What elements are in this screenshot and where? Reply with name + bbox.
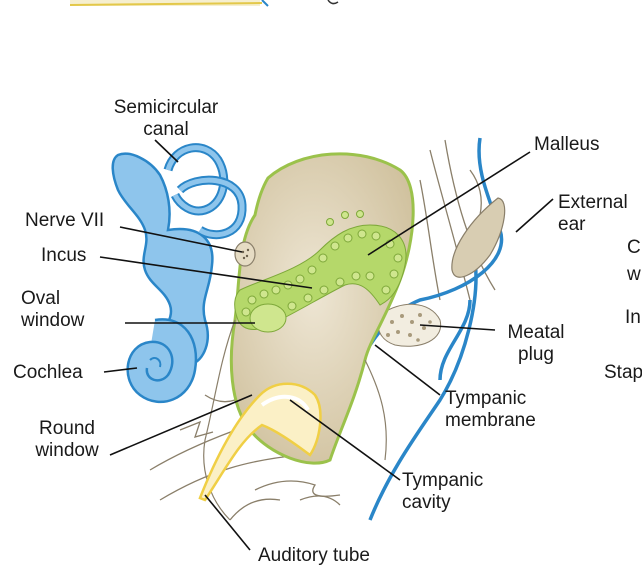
label-cochlea: Cochlea — [13, 362, 83, 384]
label-external-ear: External ear — [558, 192, 628, 236]
label-cropped-in: In — [625, 307, 641, 329]
nerve-vii — [235, 242, 255, 266]
label-malleus: Malleus — [534, 134, 599, 156]
label-oval-window: Oval window — [21, 288, 84, 332]
label-cropped-w: w — [627, 264, 641, 286]
label-auditory-tube: Auditory tube — [258, 545, 370, 567]
label-semicircular-canal: Semicircular canal — [96, 97, 236, 141]
label-round-window: Round window — [22, 418, 112, 462]
label-meatal-plug: Meatal plug — [496, 322, 576, 366]
label-incus: Incus — [41, 245, 86, 267]
label-nerve-vii: Nerve VII — [25, 210, 104, 232]
label-tympanic-membrane: Tympanic membrane — [445, 388, 536, 432]
label-cropped-c: C — [627, 237, 641, 259]
label-cropped-stap: Stap — [604, 362, 642, 384]
label-tympanic-cavity: Tympanic cavity — [402, 470, 483, 514]
cropped-top-fragment — [70, 0, 338, 6]
